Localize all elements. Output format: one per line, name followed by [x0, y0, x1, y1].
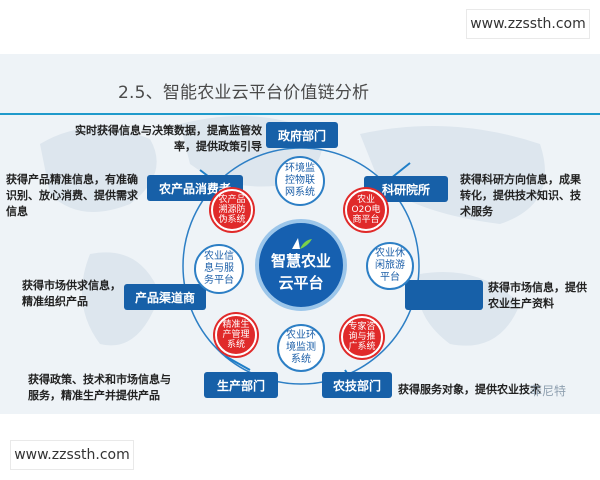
note-right-mid: 获得市场信息，提供 农业生产资料 [488, 281, 587, 310]
note-agritech: 获得服务对象，提供农业技术 [398, 383, 541, 396]
center-platform: 智慧农业 云平台 [255, 219, 347, 311]
tag-government: 政府部门 [266, 122, 338, 148]
node-leisure-tourism: 农业休 闲旅游 平台 [366, 242, 414, 290]
title-divider [0, 113, 600, 115]
tag-blank [405, 280, 483, 310]
tag-production: 生产部门 [204, 372, 278, 398]
watermark-bottom: www.zzssth.com [10, 440, 134, 470]
tag-consumer: 农产品消费者 [147, 175, 243, 201]
page-title: 2.5、智能农业云平台价值链分析 [118, 83, 370, 103]
note-consumer: 获得产品精准信息，有准确 识别、放心消费、提供需求 信息 [6, 173, 138, 218]
tag-agritech: 农技部门 [322, 372, 392, 398]
tag-channel: 产品渠道商 [124, 284, 206, 310]
node-traceability: 农产品 溯源防 伪系统 [211, 189, 253, 231]
center-line2: 云平台 [278, 274, 324, 292]
node-expert-consult: 专家咨 询与推 广系统 [341, 316, 383, 358]
note-government: 实时获得信息与决策数据，提高监管效 率，提供政策引导 [75, 124, 262, 153]
watermark-top: www.zzssth.com [466, 9, 590, 39]
node-info-service: 农业信 息与服 务平台 [194, 244, 244, 294]
note-channel: 获得市场供求信息， 精准组织产品 [22, 279, 121, 308]
connector-production [224, 355, 251, 371]
node-env-monitoring: 农业环 境监测 系统 [277, 324, 325, 372]
note-research: 获得科研方向信息，成果 转化，提供技术知识、技 术服务 [460, 173, 581, 218]
node-env-iot: 环境监 控物联 网系统 [275, 156, 325, 206]
note-production: 获得政策、技术和市场信息与 服务，精准生产并提供产品 [28, 373, 171, 402]
overlay-watermark-text: 菲尼特 [530, 384, 567, 398]
leaf-icon [292, 238, 312, 249]
node-precision-production: 精准生 产管理 系统 [215, 314, 257, 356]
node-o2o-ecommerce: 农业 O2O电 商平台 [345, 189, 387, 231]
center-line1: 智慧农业 [270, 252, 331, 270]
